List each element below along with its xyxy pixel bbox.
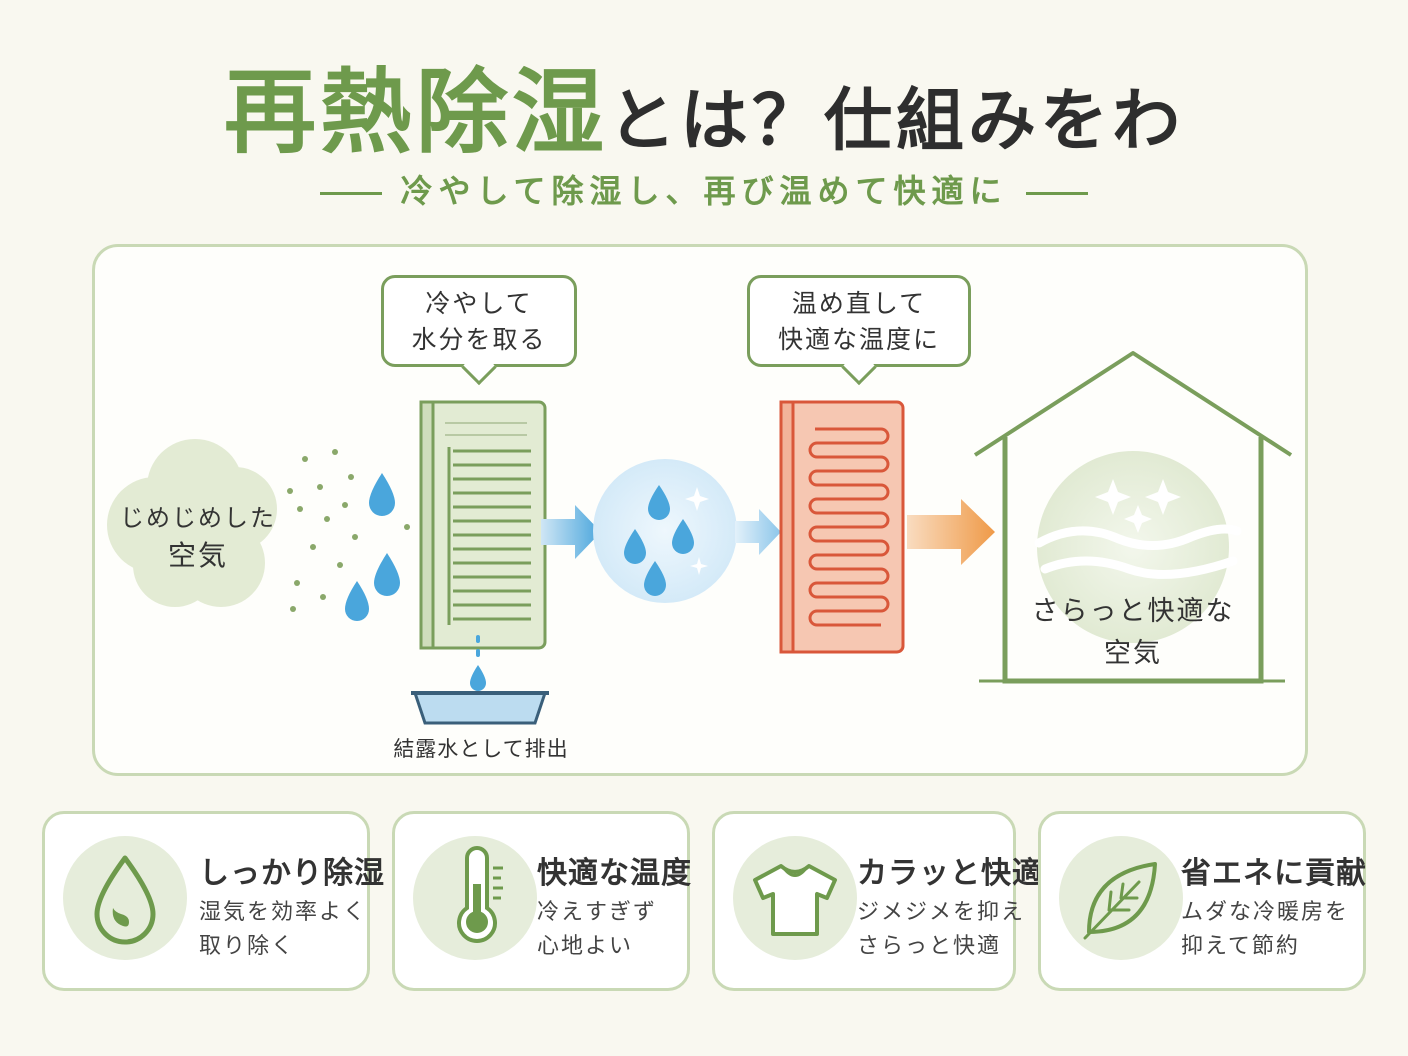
cool-air-mist-icon bbox=[593, 459, 737, 603]
drain-tray-icon bbox=[411, 691, 549, 725]
tshirt-icon bbox=[753, 864, 837, 936]
process-diagram: じめじめした 空気 冷やして 水分を取る 温め直して 快適な温度に 結露水として… bbox=[92, 244, 1308, 776]
arrow-right-icon-1 bbox=[541, 505, 601, 559]
title-highlight: 再熱除湿 bbox=[223, 59, 608, 166]
feature-icon-circle bbox=[63, 836, 187, 960]
heating-coil-icon bbox=[779, 400, 905, 654]
leaf-icon bbox=[1083, 862, 1157, 940]
feature-title: しっかり除湿 bbox=[199, 856, 385, 891]
arrow-right-icon-2 bbox=[735, 509, 781, 555]
feature-title: 省エネに貢献 bbox=[1181, 856, 1367, 891]
humid-cloud-icon bbox=[107, 439, 277, 607]
cool-step-bubble: 冷やして 水分を取る bbox=[381, 275, 577, 367]
feature-desc: 湿気を効率よく 取り除く bbox=[199, 900, 368, 959]
feature-card-comfort: カラッと快適 ジメジメを抑え さらっと快適 bbox=[712, 811, 1042, 991]
page-subtitle: 冷やして除湿し、再び温めて快適に bbox=[0, 166, 1408, 212]
feature-card-dehumidify: しっかり除湿 湿気を効率よく 取り除く bbox=[42, 811, 384, 991]
water-drop-icon bbox=[94, 855, 156, 945]
feature-icon-circle bbox=[413, 836, 537, 960]
subtitle-text: 冷やして除湿し、再び温めて快適に bbox=[400, 172, 1008, 210]
drain-drips bbox=[470, 635, 486, 691]
feature-title: 快適な温度 bbox=[537, 856, 692, 891]
water-drop-icons bbox=[345, 473, 400, 621]
feature-title: カラッと快適 bbox=[857, 856, 1043, 891]
house-icon bbox=[973, 351, 1293, 684]
feature-card-temperature: 快適な温度 冷えすぎず 心地よい bbox=[392, 811, 692, 991]
feature-desc: ムダな冷暖房を 抑えて節約 bbox=[1181, 900, 1350, 959]
feature-card-energy-saving: 省エネに貢献 ムダな冷暖房を 抑えて節約 bbox=[1038, 811, 1366, 991]
heat-step-bubble: 温め直して 快適な温度に bbox=[747, 275, 971, 367]
thermometer-icon bbox=[457, 846, 503, 943]
subtitle-dash-right bbox=[1025, 191, 1088, 195]
process-illustration bbox=[107, 351, 1293, 725]
title-rest: とは？仕組みをわ bbox=[608, 82, 1185, 161]
feature-desc: ジメジメを抑え さらっと快適 bbox=[857, 900, 1026, 959]
drain-label: 結露水として排出 bbox=[393, 737, 569, 761]
dry-air-label: さらっと快適な 空気 bbox=[1031, 596, 1235, 669]
feature-desc: 冷えすぎず 心地よい bbox=[537, 900, 658, 959]
cooling-coil-icon bbox=[419, 400, 547, 650]
moisture-dots bbox=[287, 449, 410, 612]
page-title: 再熱除湿とは？仕組みをわ bbox=[0, 38, 1408, 171]
humid-air-label: じめじめした 空気 bbox=[120, 504, 276, 572]
feature-icon-circle bbox=[733, 836, 857, 960]
feature-icon-circle bbox=[1059, 836, 1183, 960]
subtitle-dash-left bbox=[320, 191, 383, 195]
arrow-right-icon-3 bbox=[907, 499, 995, 565]
